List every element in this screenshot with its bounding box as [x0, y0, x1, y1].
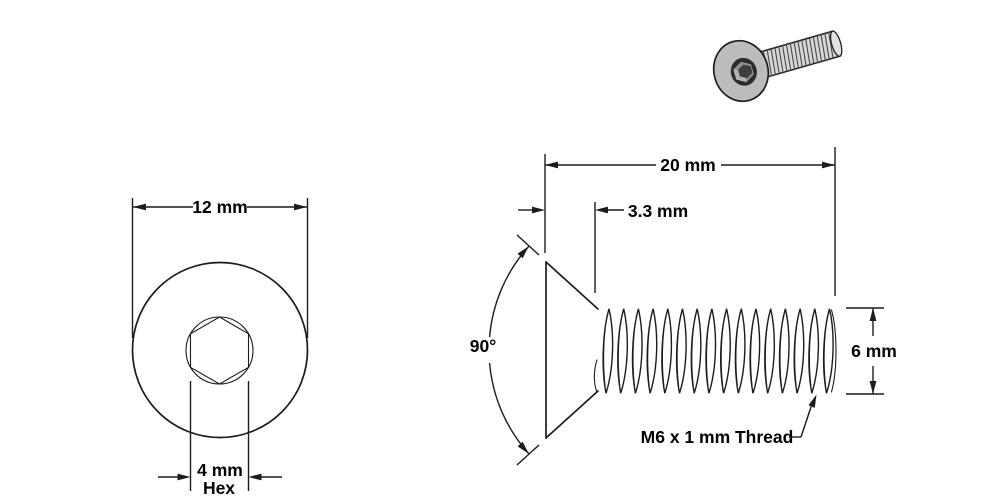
arrow-icon	[808, 393, 820, 408]
thread-spec-label: M6 x 1 mm Thread	[641, 427, 794, 447]
arrow-icon	[133, 203, 146, 211]
screw-3d-render	[712, 30, 843, 103]
arrow-icon	[294, 203, 307, 211]
screw-3d-socket-floor	[738, 64, 753, 79]
angle-extension-tick	[516, 234, 540, 256]
arrow-icon	[869, 308, 877, 321]
socket-circle	[185, 316, 254, 385]
front-view: 12 mm 4 mm Hex	[131, 197, 309, 498]
dim-thread-diameter: 6 mm	[846, 307, 897, 395]
dim-head-diameter: 12 mm	[131, 197, 309, 338]
countersink-edge-bottom	[545, 390, 599, 439]
arrow-icon	[869, 381, 877, 394]
leader-line	[800, 400, 814, 438]
dim-label-hex: Hex	[203, 478, 235, 498]
arrow-icon	[595, 206, 608, 214]
side-view: 20 mm 3.3 mm 90°	[470, 147, 897, 466]
arrow-icon	[545, 161, 558, 169]
arrow-icon	[177, 473, 191, 481]
dim-label-6mm: 6 mm	[851, 341, 897, 361]
angle-extension-tick	[516, 444, 540, 466]
dim-hex-size: 4 mm Hex	[158, 381, 282, 498]
dim-label-3-3mm: 3.3 mm	[628, 201, 688, 221]
thread-runout	[593, 359, 598, 393]
screw-3d-shaft-end	[829, 30, 843, 57]
dim-countersink-angle: 90°	[470, 234, 540, 466]
dim-label-20mm: 20 mm	[660, 155, 715, 175]
angle-arc	[488, 362, 530, 455]
countersink-edge-top	[545, 261, 599, 310]
dim-head-height: 3.3 mm	[518, 201, 688, 293]
arrow-icon	[822, 161, 835, 169]
dim-overall-length: 20 mm	[544, 147, 836, 296]
thread-end-edge	[830, 309, 837, 393]
angle-arc	[488, 245, 530, 338]
hex-socket-outline	[189, 316, 250, 385]
thread-callout: M6 x 1 mm Thread	[641, 393, 820, 447]
dim-label-12mm: 12 mm	[192, 197, 247, 217]
thread-profile	[593, 308, 837, 394]
head-outer-circle	[131, 261, 309, 439]
arrow-icon	[532, 206, 545, 214]
arrow-icon	[248, 473, 262, 481]
dim-label-90deg: 90°	[470, 336, 496, 356]
dim-label-4mm: 4 mm	[197, 460, 243, 480]
